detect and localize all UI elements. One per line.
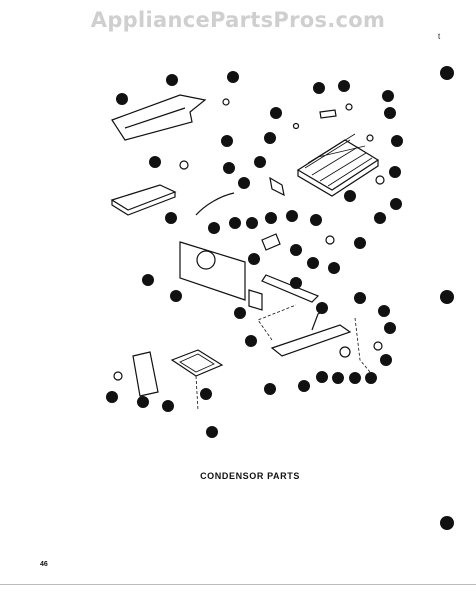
fan-bracket — [110, 184, 177, 211]
callout-balloons — [106, 71, 403, 438]
fan-wire — [195, 192, 235, 216]
page-number: 46 — [40, 561, 48, 568]
bottom-rule — [0, 584, 476, 585]
binder-hole-top — [440, 66, 454, 80]
binder-hole-middle — [440, 290, 454, 304]
motor-mount-plate — [179, 241, 246, 301]
relay-box — [132, 351, 159, 397]
base-rail — [270, 324, 352, 357]
diagram-caption: CONDENSOR PARTS — [200, 471, 300, 481]
small-bracket — [248, 289, 263, 311]
fan-motor — [261, 233, 281, 251]
part-drawings — [110, 94, 385, 411]
drain-tray — [170, 349, 224, 377]
top-bracket — [111, 94, 207, 141]
binder-hole-bottom — [440, 516, 454, 530]
shroud-strip — [261, 274, 320, 303]
corner-mark: t — [438, 32, 441, 41]
watermark: AppliancePartsPros.com — [90, 8, 386, 32]
